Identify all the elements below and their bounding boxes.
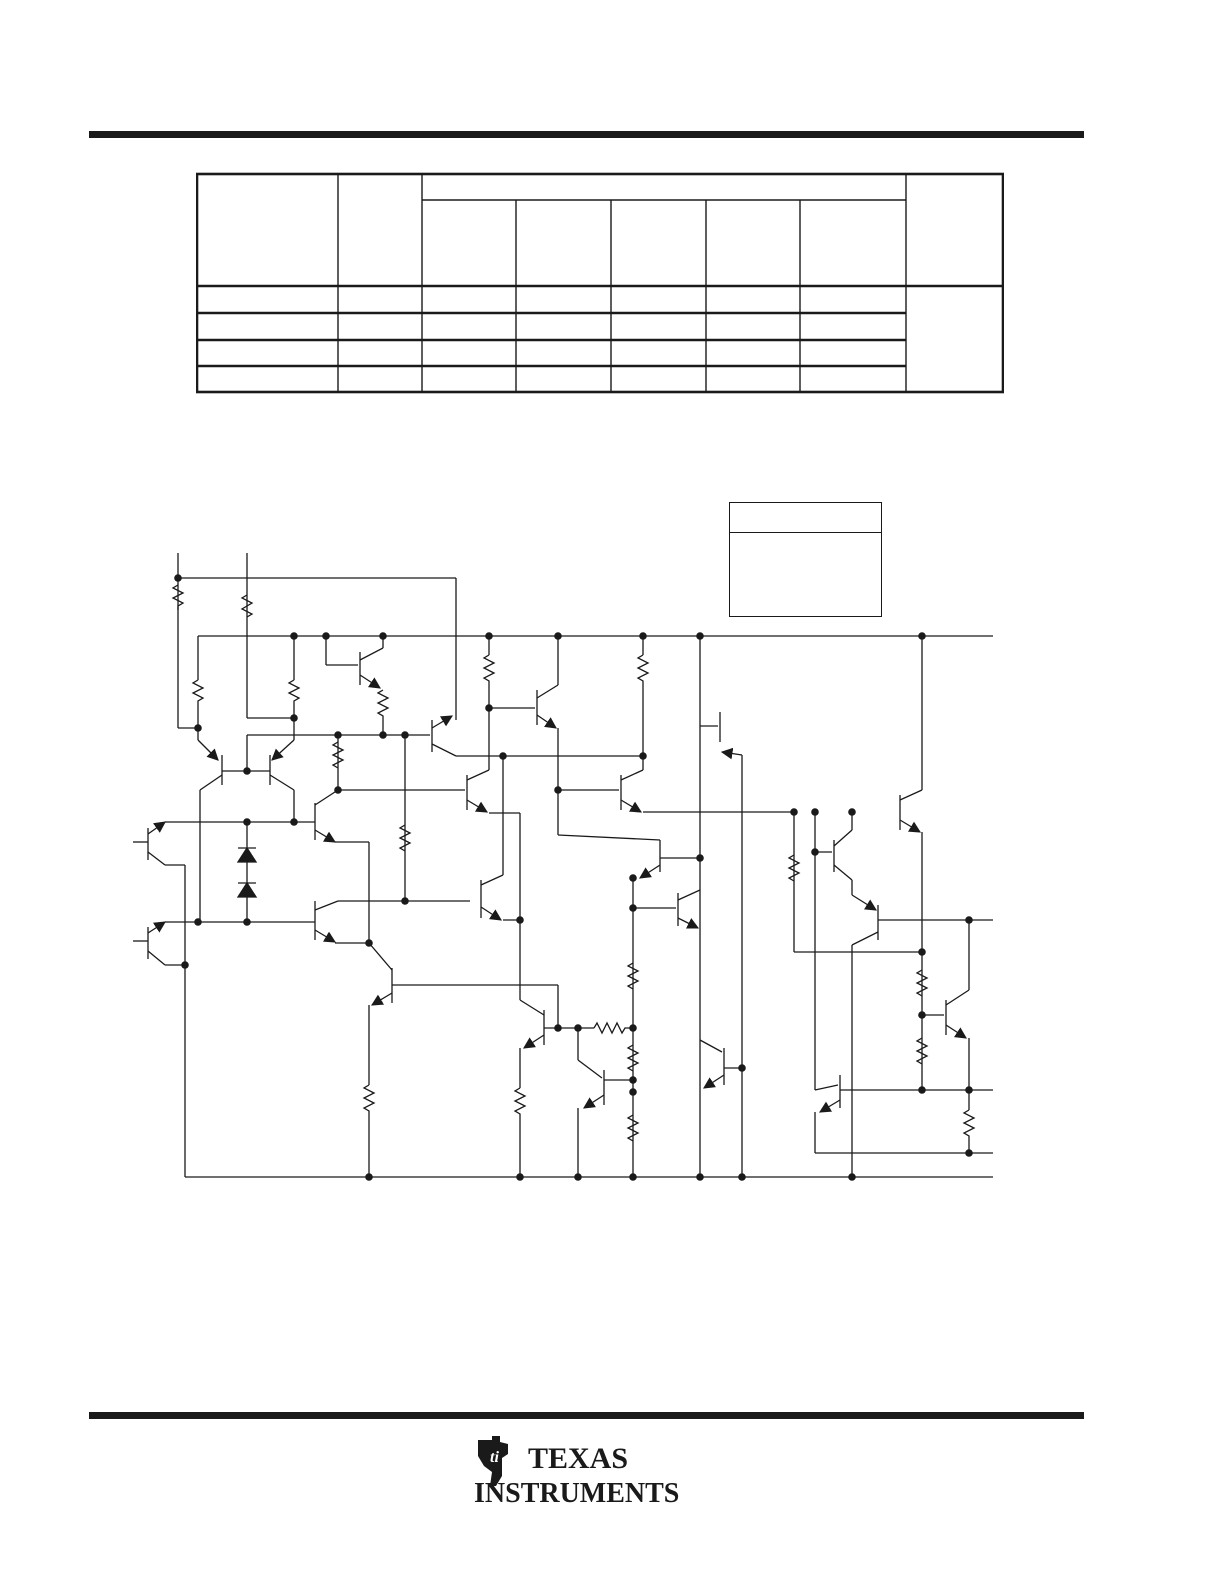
logo-line2: INSTRUMENTS (474, 1478, 679, 1509)
legend-box-header (730, 503, 881, 533)
ti-logo: ti TEXAS INSTRUMENTS (474, 1436, 679, 1509)
svg-text:ti: ti (490, 1449, 499, 1466)
header-rule (89, 131, 1084, 138)
logo-line1: TEXAS (528, 1442, 628, 1475)
texas-state-icon (478, 1436, 508, 1486)
legend-box (729, 502, 882, 617)
options-table (196, 172, 1004, 394)
footer-rule (89, 1412, 1084, 1419)
